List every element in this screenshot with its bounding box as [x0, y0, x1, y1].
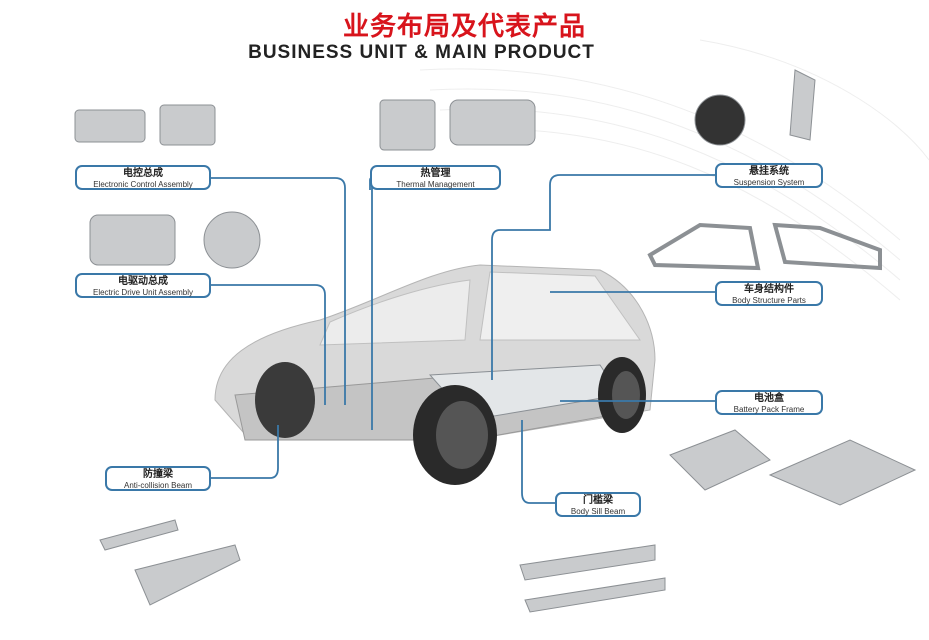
- sill-part-1: [519, 544, 656, 581]
- suspension-knuckle: [789, 69, 816, 141]
- label-cn: 悬挂系统: [749, 166, 789, 177]
- label-cn: 电池盒: [754, 393, 784, 404]
- label-electric-drive-unit: 电驱动总成 Electric Drive Unit Assembly: [75, 273, 211, 298]
- car-illustration: [214, 264, 656, 485]
- thermal-part-1: [379, 99, 436, 151]
- label-cn: 防撞梁: [143, 469, 173, 480]
- label-body-sill-beam: 门槛梁 Body Sill Beam: [555, 492, 641, 517]
- label-en: Battery Pack Frame: [733, 405, 805, 414]
- label-en: Suspension System: [733, 178, 805, 187]
- ecu-part-2: [159, 104, 216, 146]
- beam-part-1: [99, 519, 179, 551]
- edu-part-2: [203, 211, 261, 269]
- ecu-part-1: [74, 109, 146, 143]
- body-part-2: [772, 222, 882, 271]
- label-cn: 电控总成: [123, 168, 163, 179]
- sill-part-2: [524, 577, 666, 613]
- label-cn: 电驱动总成: [118, 276, 168, 287]
- label-anti-collision-beam: 防撞梁 Anti-collision Beam: [105, 466, 211, 491]
- label-en: Body Structure Parts: [732, 296, 806, 305]
- page-title-en: BUSINESS UNIT & MAIN PRODUCT: [248, 42, 595, 63]
- page-title-cn: 业务布局及代表产品: [342, 12, 586, 42]
- label-en: Electric Drive Unit Assembly: [92, 288, 194, 297]
- battery-frame-1: [669, 429, 771, 491]
- label-body-structure-parts: 车身结构件 Body Structure Parts: [715, 281, 823, 306]
- label-en: Anti-collision Beam: [123, 481, 193, 490]
- label-cn: 热管理: [420, 168, 451, 179]
- label-cn: 车身结构件: [744, 284, 794, 295]
- label-electronic-control-assembly: 电控总成 Electronic Control Assembly: [75, 165, 211, 190]
- battery-frame-2: [768, 439, 917, 506]
- label-en: Body Sill Beam: [570, 507, 626, 516]
- label-suspension-system: 悬挂系统 Suspension System: [715, 163, 823, 188]
- body-part-1: [647, 222, 761, 271]
- label-thermal-management: 热管理 Thermal Management: [370, 165, 501, 190]
- label-en: Thermal Management: [396, 180, 475, 189]
- suspension-wheel: [694, 94, 746, 146]
- label-en: Electronic Control Assembly: [93, 180, 193, 189]
- label-battery-pack-frame: 电池盒 Battery Pack Frame: [715, 390, 823, 415]
- beam-part-2: [134, 544, 241, 606]
- label-cn: 门槛梁: [583, 495, 613, 506]
- edu-part-1: [89, 214, 176, 266]
- thermal-part-2: [449, 99, 536, 146]
- product-thumbnails: [74, 69, 917, 613]
